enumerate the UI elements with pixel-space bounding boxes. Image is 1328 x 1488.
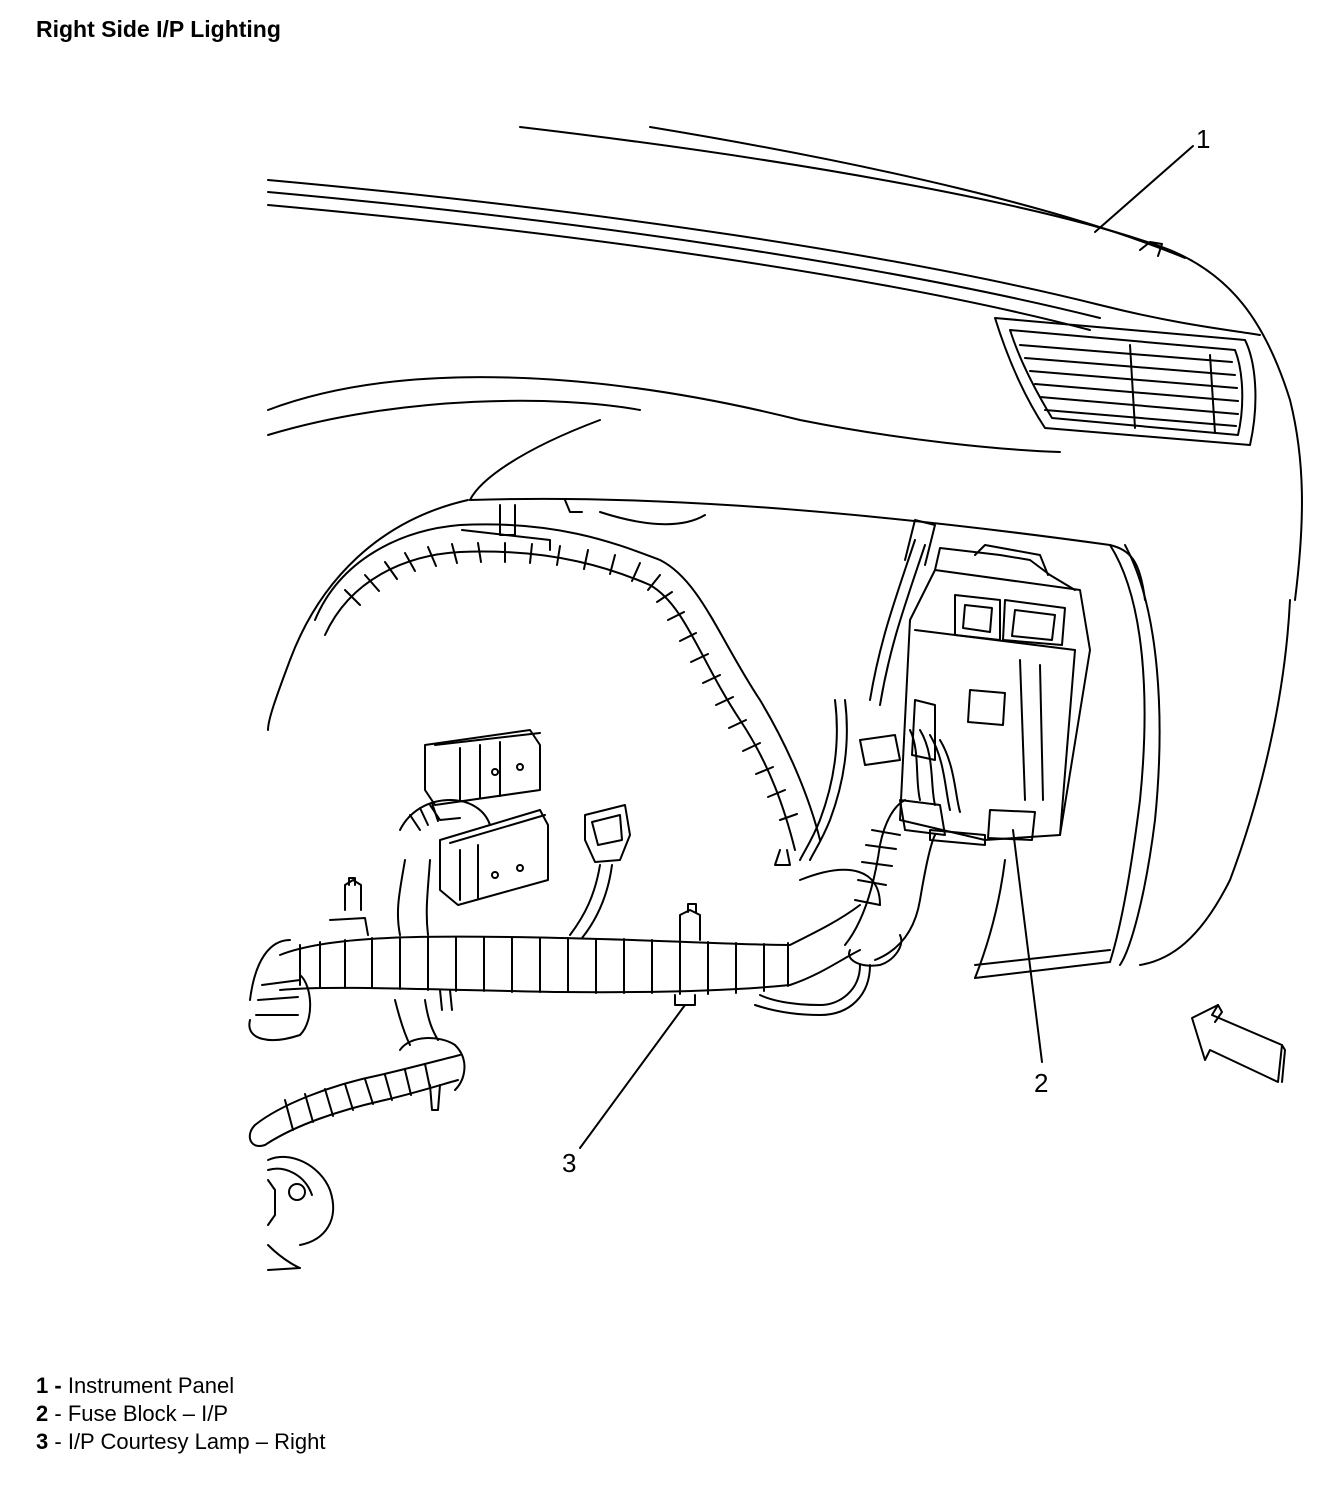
instrument-panel-top [267,126,1303,966]
connector-blocks [396,729,549,936]
lower-knob [267,1155,335,1271]
callout-1-leader [1094,145,1194,233]
legend-label: Instrument Panel [67,1373,235,1398]
legend-item-fuse-block: 2 - Fuse Block – I/P [36,1400,325,1428]
fuse-block-drawing [859,544,1091,846]
harness-left-branch [248,989,466,1147]
legend-label: Fuse Block – I/P [67,1401,229,1426]
legend-item-courtesy-lamp: 3 - I/P Courtesy Lamp – Right [36,1428,325,1456]
callout-1-number: 1 [1196,124,1210,154]
callout-2-leader [1012,829,1043,1063]
harness-upper-loop [314,499,821,851]
harness-right-branch [754,519,936,1016]
air-vent [994,317,1257,446]
view-direction-arrow [1191,1004,1286,1083]
callout-3-number: 3 [562,1148,576,1178]
legend-number: 1 [36,1373,49,1398]
legend-separator: - [54,1401,62,1426]
instrument-panel-face [267,376,1161,979]
legend-number: 2 [36,1401,49,1426]
callout-2-number: 2 [1034,1068,1048,1098]
harness-lower-trunk [248,904,861,1041]
legend: 1 - Instrument Panel 2 - Fuse Block – I/… [36,1372,325,1456]
callout-3-leader [579,1004,686,1149]
legend-label: I/P Courtesy Lamp – Right [67,1429,326,1454]
diagram-title: Right Side I/P Lighting [36,16,281,42]
legend-item-instrument-panel: 1 - Instrument Panel [36,1372,325,1400]
legend-number: 3 [36,1429,49,1454]
legend-separator: - [54,1373,62,1398]
legend-separator: - [54,1429,62,1454]
courtesy-lamp-connector [329,804,701,1006]
